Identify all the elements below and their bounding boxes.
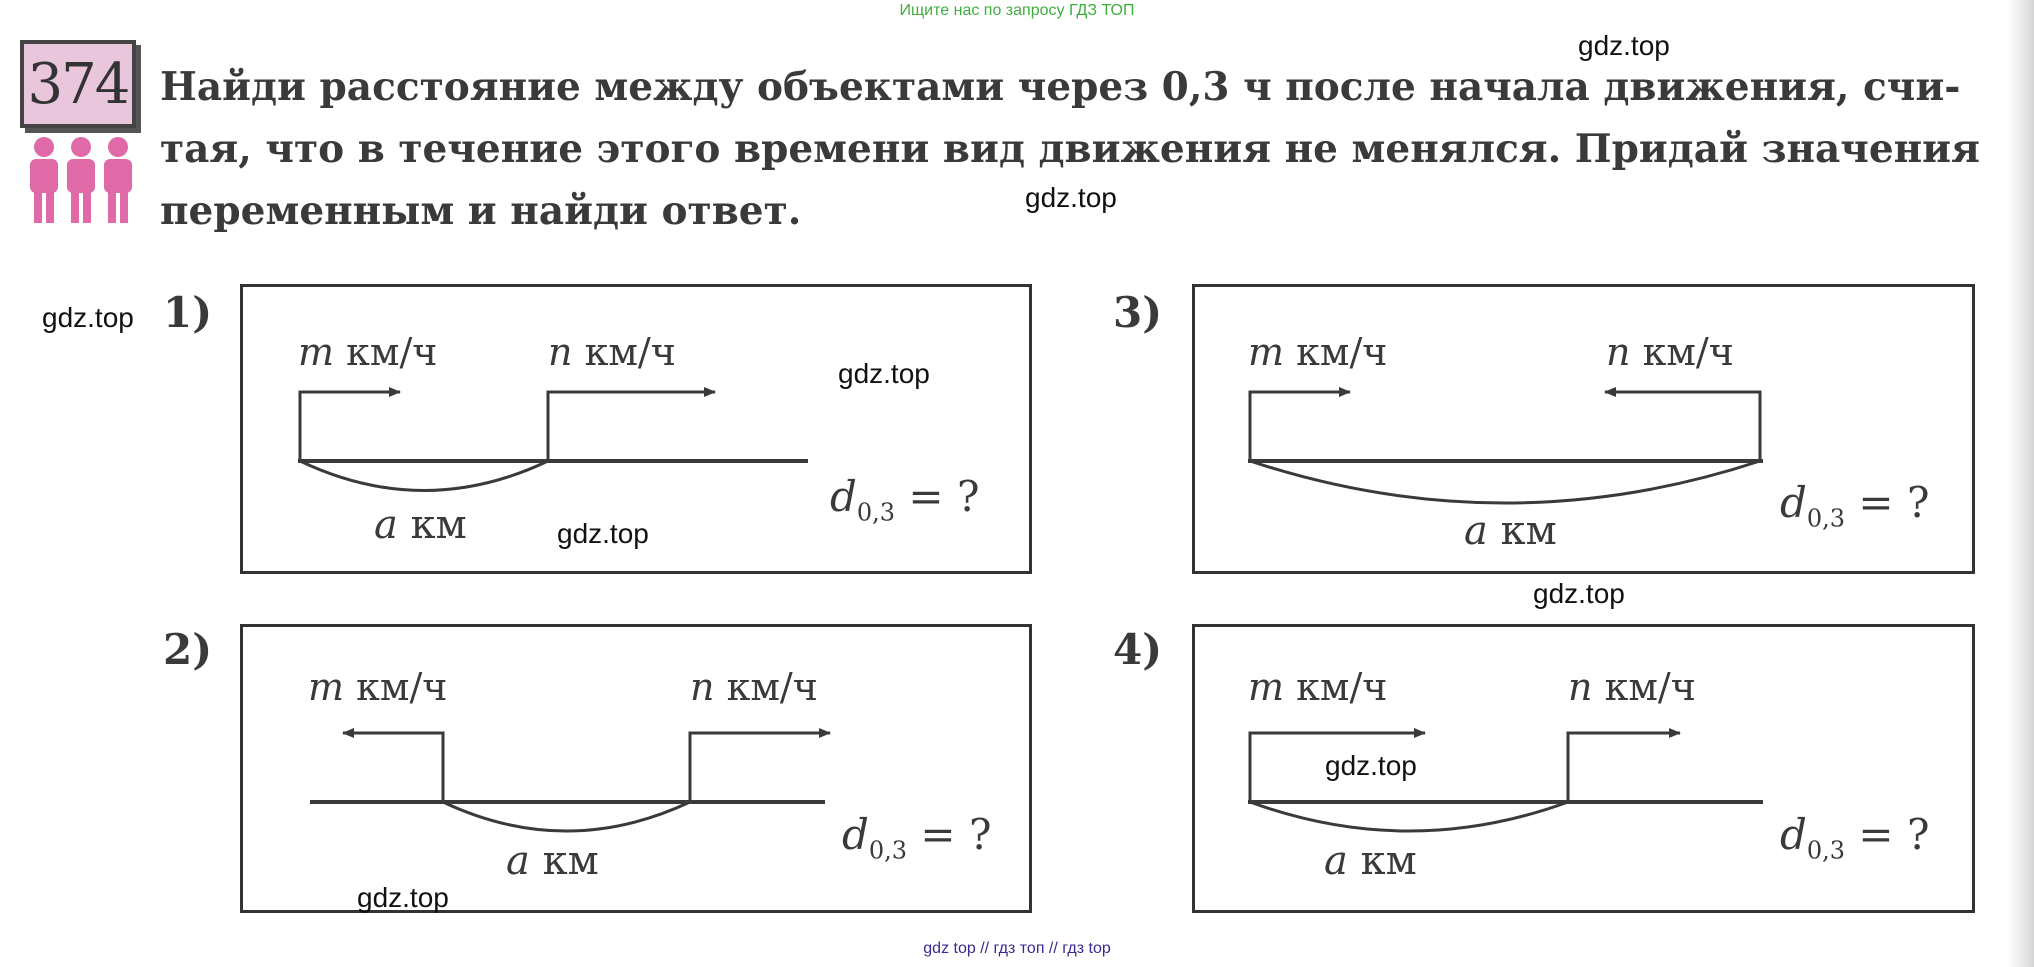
task-line-2: тая, что в течение этого времени вид дви… [160,126,1980,172]
watermark: gdz.top [357,882,449,913]
panel-1-question: d0,3 = ? [830,472,980,527]
exercise-number: 374 [20,40,136,128]
panel-1-distance-arc [299,459,549,492]
panel-4-distance: a км [1324,838,1417,884]
watermark: gdz.top [1533,578,1625,609]
task-line-3: переменным и найди ответ. [160,188,802,234]
panel-3-question: d0,3 = ? [1780,478,1930,533]
panel-2-speed-m: m км/ч [308,665,448,709]
panel-2-arrow-m [342,728,445,802]
watermark: gdz.top [557,518,649,549]
task-text: Найди расстояние между объектами через 0… [160,56,1980,242]
panel-4-speed-n: n км/ч [1568,665,1696,709]
search-hint-link[interactable]: Ищите нас по запросу ГДЗ ТОП [899,2,1135,19]
panel-4-arrow-n [1566,728,1681,802]
panel-4-question: d0,3 = ? [1780,810,1930,865]
panel-1-speed-m: m км/ч [298,330,438,374]
panel-4-frame [1192,624,1975,913]
panel-4-distance-arc [1249,800,1569,833]
panel-2-question: d0,3 = ? [842,810,992,865]
panel-2-frame [240,624,1032,913]
page-edge-shadow [2008,0,2034,967]
panel-3-frame [1192,284,1975,574]
group-work-icon [30,137,132,223]
panel-4-speed-m: m км/ч [1248,665,1388,709]
panel-2-label: 2) [163,625,213,674]
watermark: gdz.top [838,358,930,389]
watermark: gdz.top [1325,750,1417,781]
panel-3-arrow-m [1248,387,1351,461]
panel-1-label: 1) [163,288,213,337]
panel-2-distance: a км [506,838,599,884]
panel-3-speed-n: n км/ч [1606,330,1734,374]
panel-3-speed-m: m км/ч [1248,330,1388,374]
panel-4-label: 4) [1113,625,1163,674]
panel-1-arrow-m [298,387,401,461]
panel-3-arrow-n [1604,387,1762,461]
panel-3-distance-arc [1249,459,1761,505]
footer-links[interactable]: gdz top // гдз топ // гдз top [923,940,1111,957]
panel-1-arrow-n [546,387,716,461]
panel-2-distance-arc [442,800,691,833]
panel-1-distance: a км [374,502,467,548]
panel-3-label: 3) [1113,288,1163,337]
watermark: gdz.top [1025,182,1117,213]
panel-2-arrow-n [688,728,831,802]
panel-4-arrow-m [1248,728,1426,802]
watermark: gdz.top [1578,30,1670,61]
panel-1-frame [240,284,1032,574]
panel-1-speed-n: n км/ч [548,330,676,374]
panel-3-distance: a км [1464,508,1557,554]
panel-2-speed-n: n км/ч [690,665,818,709]
watermark: gdz.top [42,302,134,333]
task-line-1: Найди расстояние между объектами через 0… [160,64,1961,110]
